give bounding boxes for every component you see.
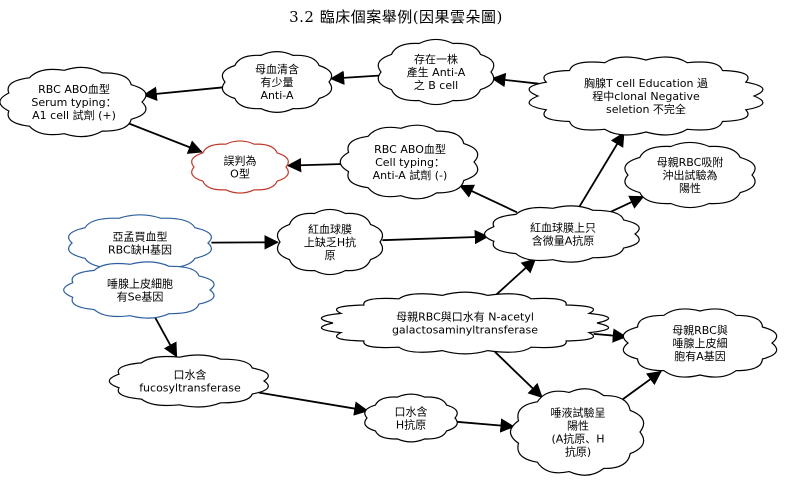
cloud-shape	[321, 291, 609, 355]
node-label-line: 唾液試驗呈	[551, 406, 606, 420]
arrow-saliva-h-to-saliva-positive	[456, 418, 515, 433]
arrow-maternal-serum-anti-a-to-rbc-abo-serum	[142, 86, 224, 101]
cloud-shape	[63, 261, 215, 319]
node-label-line: 之 B cell	[414, 78, 458, 92]
node-label-line: 存在一株	[414, 52, 458, 66]
node-label-line: 唾腺上皮細	[673, 336, 728, 350]
node-label-line: (A抗原、H	[551, 432, 604, 446]
node-label-line: 母親RBC吸附	[657, 155, 724, 169]
arrow-rbc-lack-h-to-rbc-trace-a	[382, 229, 490, 245]
node-label-line: 母血清含	[255, 62, 299, 76]
arrow-rbc-trace-a-to-maternal-rbc-adsorb	[609, 195, 645, 214]
arrow-saliva-fucosyl-to-saliva-h	[258, 391, 369, 416]
arrow-maternal-acetyl-to-saliva-positive	[494, 351, 543, 399]
node-label-line: 母親RBC與	[672, 323, 728, 337]
cloud-shape	[377, 38, 495, 106]
arrow-saliva-positive-to-maternal-a-gene	[620, 370, 662, 402]
cloud-shape	[509, 388, 645, 476]
cloud-shape	[483, 205, 640, 263]
cloud-shape	[0, 66, 147, 138]
node-label-line: 沖出試驗為	[663, 168, 718, 182]
node-label-line: 程中clonal Negative	[592, 90, 700, 103]
node-label-line: 亞孟買血型	[113, 230, 168, 244]
node-label-line: 陽性	[567, 419, 589, 433]
cloud-shape	[624, 141, 756, 209]
cloud-node-maternal-acetyl: 母親RBC與口水有 N-acetylgalactosaminyltransfer…	[321, 291, 609, 355]
node-label-line: 有少量	[261, 75, 294, 89]
node-label-line: fucosyltransferase	[139, 382, 241, 395]
arrow-cloned-anti-a-b-to-maternal-serum-anti-a	[329, 70, 379, 85]
node-label-line: 口水含	[174, 368, 207, 382]
node-label-line: 紅血球膜	[308, 222, 352, 236]
arrow-rbc-trace-a-to-thymus-t-cell	[578, 131, 625, 208]
node-label-line: 產生 Anti-A	[407, 65, 466, 79]
node-label-line: galactosaminyltransferase	[392, 324, 538, 337]
node-label-line: H抗原	[396, 418, 426, 432]
node-label-line: 陽性	[679, 181, 701, 195]
arrow-salivary-se-to-saliva-fucosyl	[153, 316, 178, 358]
arrow-rbc-trace-a-to-rbc-abo-cell	[458, 184, 518, 214]
edges-layer	[128, 70, 662, 433]
node-label-line: 上缺乏H抗	[304, 235, 356, 249]
node-label-line: 胸腺T cell Education 過	[584, 76, 708, 90]
node-label-line: 有Se基因	[117, 290, 164, 304]
arrow-maternal-acetyl-to-maternal-a-gene	[593, 328, 628, 343]
cloud-shape	[221, 51, 333, 113]
node-label-line: Anti-A	[260, 89, 294, 102]
cloud-shape	[528, 56, 764, 136]
cloud-shape	[339, 124, 479, 200]
cloud-shape	[364, 393, 458, 443]
node-label-line: 口水含	[395, 405, 428, 419]
node-label-line: 母親RBC與口水有 N-acetyl	[396, 310, 534, 324]
node-label-line: Serum typing：	[31, 96, 116, 109]
arrow-rbc-abo-serum-to-misjudged-o	[128, 122, 203, 154]
node-label-line: Cell typing：	[375, 156, 445, 169]
node-label-line: O型	[230, 167, 250, 181]
node-label-line: 含微量A抗原	[532, 234, 595, 248]
arrow-maternal-acetyl-to-rbc-trace-a	[495, 258, 537, 296]
cloud-shape	[276, 208, 384, 276]
cloud-shape	[108, 354, 269, 408]
node-label-line: 誤判為	[224, 154, 257, 168]
node-label-line: RBC ABO血型	[38, 82, 110, 96]
diagram-title: 3.2 臨床個案舉例(因果雲朵圖)	[289, 8, 503, 26]
arrow-thymus-t-cell-to-cloned-anti-a-b	[491, 72, 539, 88]
node-label-line: seletion 不完全	[606, 102, 686, 116]
node-label-line: 胞有A基因	[674, 349, 726, 363]
node-label-line: Anti-A 試劑 (-)	[373, 168, 448, 182]
node-label-line: A1 cell 試劑 (+)	[32, 108, 116, 122]
cloud-shape	[622, 308, 778, 378]
node-label-line: RBC ABO血型	[374, 142, 446, 156]
node-label-line: 抗原)	[565, 445, 591, 459]
node-label-line: 紅血球膜上只	[530, 221, 596, 235]
cloud-shape	[191, 140, 289, 194]
arrow-rbc-abo-cell-to-misjudged-o	[286, 158, 343, 173]
node-label-line: 唾腺上皮細胞	[107, 277, 173, 291]
node-label-line: 原	[325, 249, 336, 262]
node-label-line: RBC缺H基因	[108, 243, 172, 257]
